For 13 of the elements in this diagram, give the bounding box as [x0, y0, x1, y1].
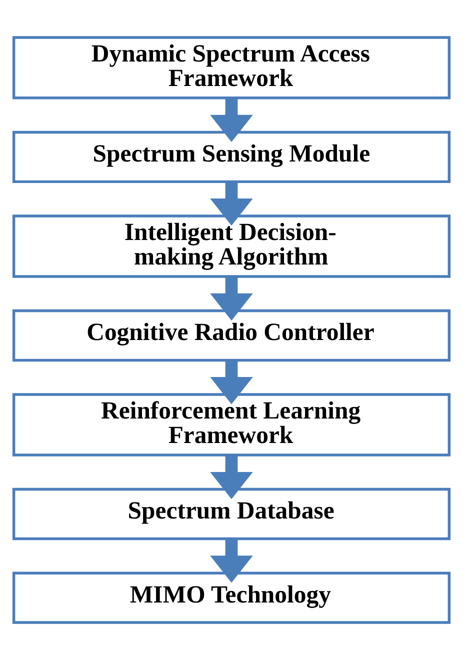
node-box: Intelligent Decision- making Algorithm [12, 214, 451, 278]
node-box: Reinforcement Learning Framework [12, 392, 451, 456]
node-box: Cognitive Radio Controller [12, 308, 451, 362]
node-box: MIMO Technology [12, 571, 451, 624]
arrow [210, 276, 253, 320]
arrow [210, 454, 253, 499]
arrow [210, 98, 253, 142]
node-box: Dynamic Spectrum Access Framework [12, 36, 451, 99]
arrow [210, 182, 253, 226]
arrow [210, 538, 253, 582]
arrow [210, 360, 253, 404]
node-box: Spectrum Sensing Module [12, 130, 451, 183]
node-box: Spectrum Database [12, 487, 451, 540]
